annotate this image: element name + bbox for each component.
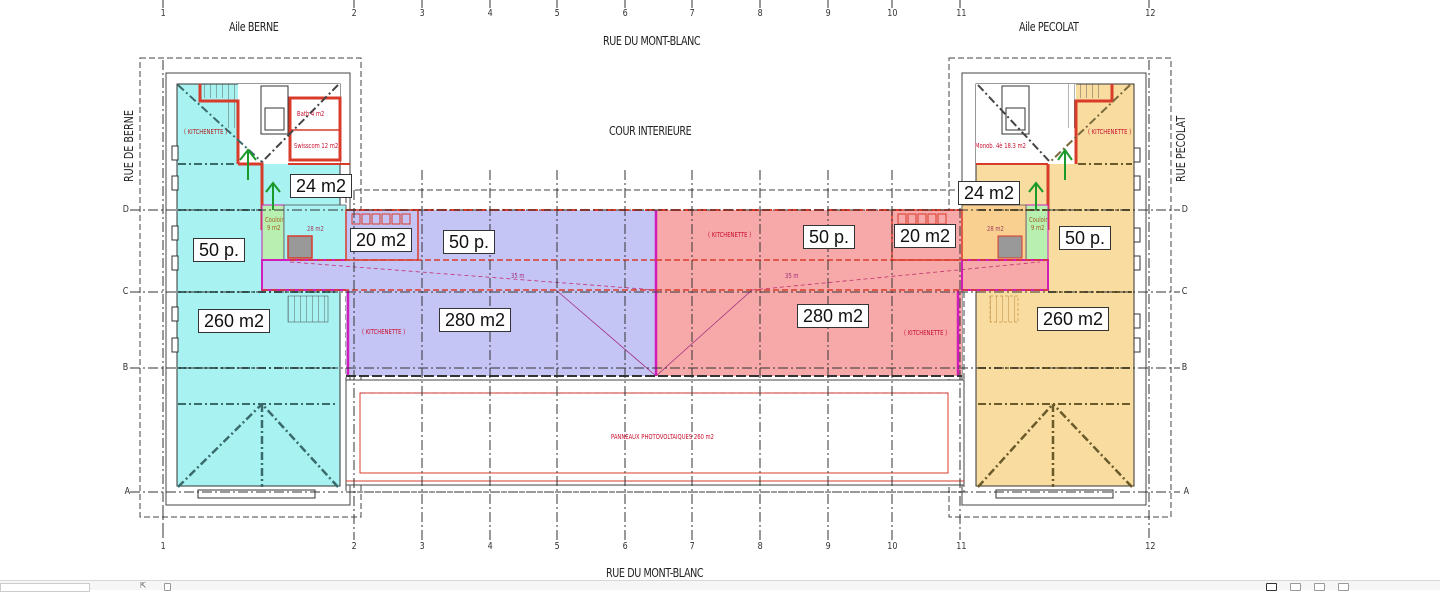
kitchenette-label-red-bottom: ( KITCHENETTE ) — [904, 329, 948, 337]
courtyard-label: COUR INTERIEURE — [609, 124, 692, 138]
area-tag-red-area: 280 m2 — [797, 304, 870, 328]
couloir-area-right: 9 m2 — [1031, 224, 1045, 232]
wc-area-left: 28 m2 — [307, 225, 324, 233]
grid-row-D-left: D — [122, 204, 129, 215]
area-tag-left-wc: 20 m2 — [350, 228, 413, 252]
grid-col-10-top: 10 — [887, 8, 898, 19]
street-label-right: RUE PECOLAT — [1174, 115, 1188, 182]
grid-row-D-right: D — [1181, 204, 1188, 215]
two-page-view-icon[interactable] — [1314, 583, 1325, 591]
page-input[interactable] — [0, 583, 90, 592]
area-tag-left-core: 24 m2 — [290, 174, 353, 198]
area-tag-left-wing-area: 260 m2 — [198, 309, 271, 333]
kitchenette-label-red-top: ( KITCHENETTE ) — [708, 231, 752, 239]
grid-col-9-top: 9 — [825, 8, 831, 19]
bath-label: Bath 4 m2 — [297, 110, 325, 118]
fit-page-icon[interactable]: ⇱ — [140, 581, 147, 590]
kitchenette-label-right: ( KITCHENETTE ) — [1088, 128, 1132, 136]
area-tag-right-wc: 20 m2 — [894, 224, 957, 248]
swisscom-label: Swisscom 12 m2 — [294, 142, 339, 150]
grid-col-4-bottom: 4 — [487, 541, 493, 552]
couloir-label-left: Couloir — [265, 216, 284, 224]
monob-label: Monob. 4è 18.3 m2 — [975, 142, 1027, 150]
area-tag-right-wing-area: 260 m2 — [1037, 307, 1110, 331]
grid-col-1-top: 1 — [160, 8, 166, 19]
grid-col-5-top: 5 — [554, 8, 560, 19]
grid-col-10-bottom: 10 — [887, 541, 898, 552]
grid-row-B-left: B — [122, 362, 129, 373]
two-page-continuous-view-icon[interactable] — [1338, 583, 1349, 591]
grid-row-A-right: A — [1183, 486, 1190, 497]
grid-col-2-bottom: 2 — [351, 541, 357, 552]
area-tag-blue-area: 280 m2 — [439, 308, 512, 332]
area-tag-right-core: 24 m2 — [958, 181, 1021, 205]
grid-row-C-left: C — [122, 286, 129, 297]
floor-plan: 1 2 3 4 5 6 7 8 9 10 11 12 1 2 3 4 5 6 7… — [122, 0, 1190, 580]
grid-col-12-top: 12 — [1145, 8, 1156, 19]
grid-col-8-bottom: 8 — [757, 541, 763, 552]
grid-col-4-top: 4 — [487, 8, 493, 19]
grid-row-A-left: A — [124, 486, 131, 497]
grid-row-C-right: C — [1181, 286, 1188, 297]
kitchenette-label-left: ( KITCHENETTE ) — [184, 128, 228, 136]
toggle-icon[interactable] — [164, 583, 171, 591]
grid-col-11-top: 11 — [956, 8, 967, 19]
grid-col-8-top: 8 — [757, 8, 763, 19]
area-tag-left-wing-people: 50 p. — [193, 238, 246, 262]
street-label-bottom: RUE DU MONT-BLANC — [606, 566, 704, 580]
street-label-left: RUE DE BERNE — [122, 110, 136, 182]
grid-col-5-bottom: 5 — [554, 541, 560, 552]
grid-col-3-bottom: 3 — [419, 541, 425, 552]
wing-label-pecolat: Aile PECOLAT — [1019, 20, 1079, 34]
area-tag-red-people: 50 p. — [803, 225, 856, 249]
grid-col-2-top: 2 — [351, 8, 357, 19]
couloir-area-left: 9 m2 — [267, 224, 281, 232]
couloir-label-right: Couloir — [1029, 216, 1048, 224]
grid-col-12-bottom: 12 — [1145, 541, 1156, 552]
street-label-top: RUE DU MONT-BLANC — [603, 34, 701, 48]
wc-area-right: 28 m2 — [987, 225, 1004, 233]
floor-plan-drawing — [130, 0, 1180, 540]
area-tag-blue-people: 50 p. — [443, 230, 496, 254]
single-page-view-icon[interactable] — [1266, 583, 1277, 591]
grid-col-6-bottom: 6 — [622, 541, 628, 552]
grid-col-6-top: 6 — [622, 8, 628, 19]
kitchenette-label-blue: ( KITCHENETTE ) — [362, 328, 406, 336]
span-label-blue: 35 m — [511, 272, 525, 280]
grid-col-7-top: 7 — [689, 8, 695, 19]
grid-col-3-top: 3 — [419, 8, 425, 19]
continuous-view-icon[interactable] — [1290, 583, 1301, 591]
grid-row-B-right: B — [1181, 362, 1188, 373]
grid-col-7-bottom: 7 — [689, 541, 695, 552]
grid-col-9-bottom: 9 — [825, 541, 831, 552]
grid-col-1-bottom: 1 — [160, 541, 166, 552]
span-label-red: 35 m — [785, 272, 799, 280]
wing-label-berne: Aile BERNE — [229, 20, 279, 34]
area-tag-right-wing-people: 50 p. — [1059, 226, 1112, 250]
photovoltaic-label: PANNEAUX PHOTOVOLTAIQUES 260 m2 — [611, 433, 714, 441]
grid-col-11-bottom: 11 — [956, 541, 967, 552]
